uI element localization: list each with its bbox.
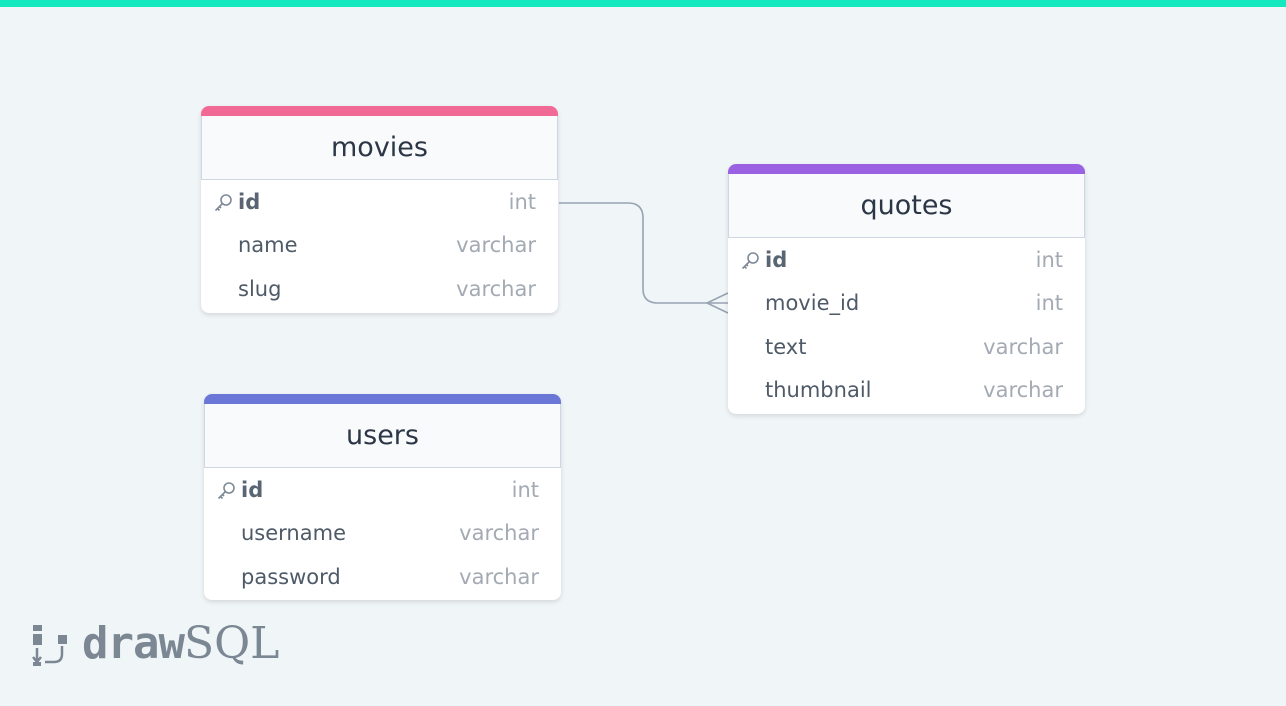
column-type: int — [508, 189, 536, 214]
drawsql-logo[interactable]: draw SQL — [30, 618, 279, 669]
logo-text-draw: draw — [82, 618, 185, 669]
column-type: int — [1035, 291, 1063, 316]
column-row[interactable]: text varchar — [728, 325, 1085, 369]
column-row[interactable]: slug varchar — [201, 267, 558, 311]
column-name: id — [241, 477, 264, 502]
column-name: id — [238, 189, 261, 214]
table-color-bar — [728, 164, 1085, 174]
top-accent-bar — [0, 0, 1286, 7]
column-name: username — [241, 521, 346, 546]
column-row[interactable]: thumbnail varchar — [728, 369, 1085, 413]
column-name: thumbnail — [765, 378, 872, 403]
column-row[interactable]: username varchar — [204, 512, 561, 556]
column-type: varchar — [983, 378, 1063, 403]
table-color-bar — [201, 106, 558, 116]
key-icon — [212, 192, 234, 214]
table-color-bar — [204, 394, 561, 404]
column-name: movie_id — [765, 291, 860, 316]
table-users[interactable]: users id int username varchar password v… — [204, 394, 561, 600]
key-icon — [215, 480, 237, 502]
logo-text-sql: SQL — [183, 618, 280, 669]
column-type: varchar — [983, 334, 1063, 359]
table-title[interactable]: quotes — [728, 174, 1085, 238]
column-name: slug — [238, 276, 282, 301]
column-row[interactable]: password varchar — [204, 555, 561, 599]
table-quotes[interactable]: quotes id int movie_id int text varchar … — [728, 164, 1085, 414]
table-movies[interactable]: movies id int name varchar slug varchar — [201, 106, 558, 313]
key-icon — [739, 250, 761, 272]
column-type: varchar — [459, 521, 539, 546]
column-type: varchar — [459, 564, 539, 589]
column-type: varchar — [456, 233, 536, 258]
column-row[interactable]: id int — [728, 238, 1085, 282]
column-name: id — [765, 247, 788, 272]
column-type: int — [511, 477, 539, 502]
column-type: varchar — [456, 276, 536, 301]
column-name: password — [241, 564, 341, 589]
drawsql-logo-icon — [32, 624, 67, 666]
column-row[interactable]: name varchar — [201, 224, 558, 268]
column-row[interactable]: id int — [204, 468, 561, 512]
column-name: text — [765, 334, 807, 359]
column-row[interactable]: id int — [201, 180, 558, 224]
column-name: name — [238, 233, 298, 258]
crows-foot-icon — [705, 292, 729, 314]
column-row[interactable]: movie_id int — [728, 282, 1085, 326]
table-title[interactable]: movies — [201, 116, 558, 180]
column-type: int — [1035, 247, 1063, 272]
table-title[interactable]: users — [204, 404, 561, 468]
